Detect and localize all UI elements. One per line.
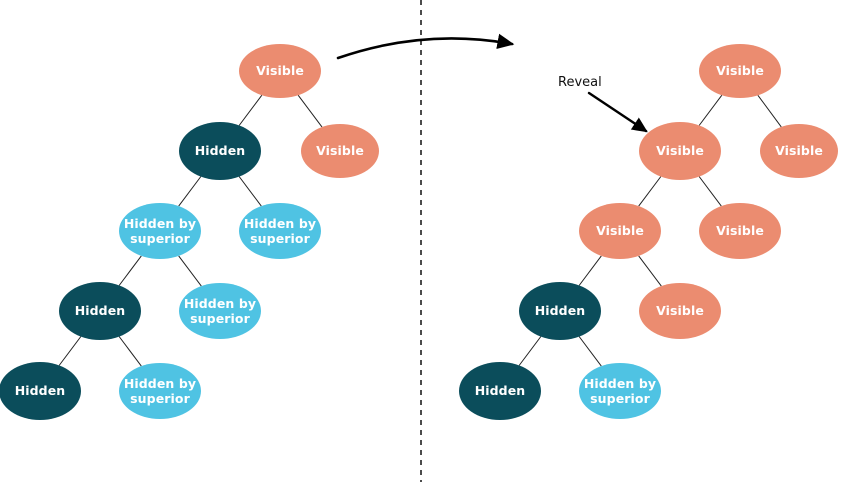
- tree-edge: [578, 336, 602, 367]
- tree-node-label: Hidden by superior: [123, 375, 197, 406]
- tree-node-visible[interactable]: Visible: [301, 124, 379, 178]
- tree-edge: [178, 176, 202, 207]
- tree-node-hidden[interactable]: Hidden: [0, 362, 81, 420]
- tree-node-label: Visible: [596, 223, 644, 239]
- tree-node-label: Hidden by superior: [243, 215, 317, 246]
- tree-node-hidden-by-superior[interactable]: Hidden by superior: [119, 363, 201, 419]
- tree-edge: [578, 255, 602, 286]
- transition-arrow: [336, 33, 515, 60]
- tree-node-hidden[interactable]: Hidden: [59, 282, 141, 340]
- tree-node-label: Hidden: [194, 143, 246, 159]
- tree-node-visible[interactable]: Visible: [699, 44, 781, 98]
- tree-edge: [58, 336, 82, 366]
- tree-node-label: Visible: [716, 63, 764, 79]
- tree-node-visible[interactable]: Visible: [760, 124, 838, 178]
- tree-edge: [238, 94, 263, 126]
- tree-node-label: Visible: [775, 143, 823, 159]
- tree-node-label: Hidden: [14, 383, 66, 399]
- tree-edge: [757, 94, 782, 128]
- tree-edge: [178, 255, 202, 287]
- tree-edge: [118, 336, 142, 367]
- tree-node-label: Visible: [656, 143, 704, 159]
- tree-node-hidden-by-superior[interactable]: Hidden by superior: [179, 283, 261, 339]
- tree-node-label: Hidden: [534, 303, 586, 319]
- tree-node-visible[interactable]: Visible: [639, 283, 721, 339]
- tree-node-hidden[interactable]: Hidden: [459, 362, 541, 420]
- tree-node-visible[interactable]: Visible: [639, 122, 721, 180]
- tree-node-label: Visible: [256, 63, 304, 79]
- tree-node-label: Hidden by superior: [583, 375, 657, 406]
- tree-node-label: Visible: [656, 303, 704, 319]
- tree-node-label: Hidden by superior: [183, 295, 257, 326]
- tree-node-visible[interactable]: Visible: [579, 203, 661, 259]
- tree-edge: [297, 94, 323, 128]
- tree-edge: [118, 255, 142, 286]
- tree-node-hidden-by-superior[interactable]: Hidden by superior: [119, 203, 201, 259]
- tree-edge: [638, 255, 662, 287]
- reveal-arrow: [587, 91, 648, 133]
- tree-edge: [638, 176, 662, 207]
- tree-node-hidden[interactable]: Hidden: [179, 122, 261, 180]
- reveal-annotation-label: Reveal: [558, 75, 602, 90]
- tree-edge: [698, 94, 723, 126]
- tree-node-hidden[interactable]: Hidden: [519, 282, 601, 340]
- tree-node-label: Hidden: [474, 383, 526, 399]
- tree-node-visible[interactable]: Visible: [239, 44, 321, 98]
- tree-edge: [238, 176, 262, 207]
- tree-edge: [698, 176, 722, 207]
- tree-node-label: Hidden: [74, 303, 126, 319]
- tree-edge: [518, 336, 542, 366]
- tree-node-label: Visible: [316, 143, 364, 159]
- tree-node-label: Hidden by superior: [123, 215, 197, 246]
- tree-node-hidden-by-superior[interactable]: Hidden by superior: [239, 203, 321, 259]
- tree-node-visible[interactable]: Visible: [699, 203, 781, 259]
- tree-node-label: Visible: [716, 223, 764, 239]
- tree-node-hidden-by-superior[interactable]: Hidden by superior: [579, 363, 661, 419]
